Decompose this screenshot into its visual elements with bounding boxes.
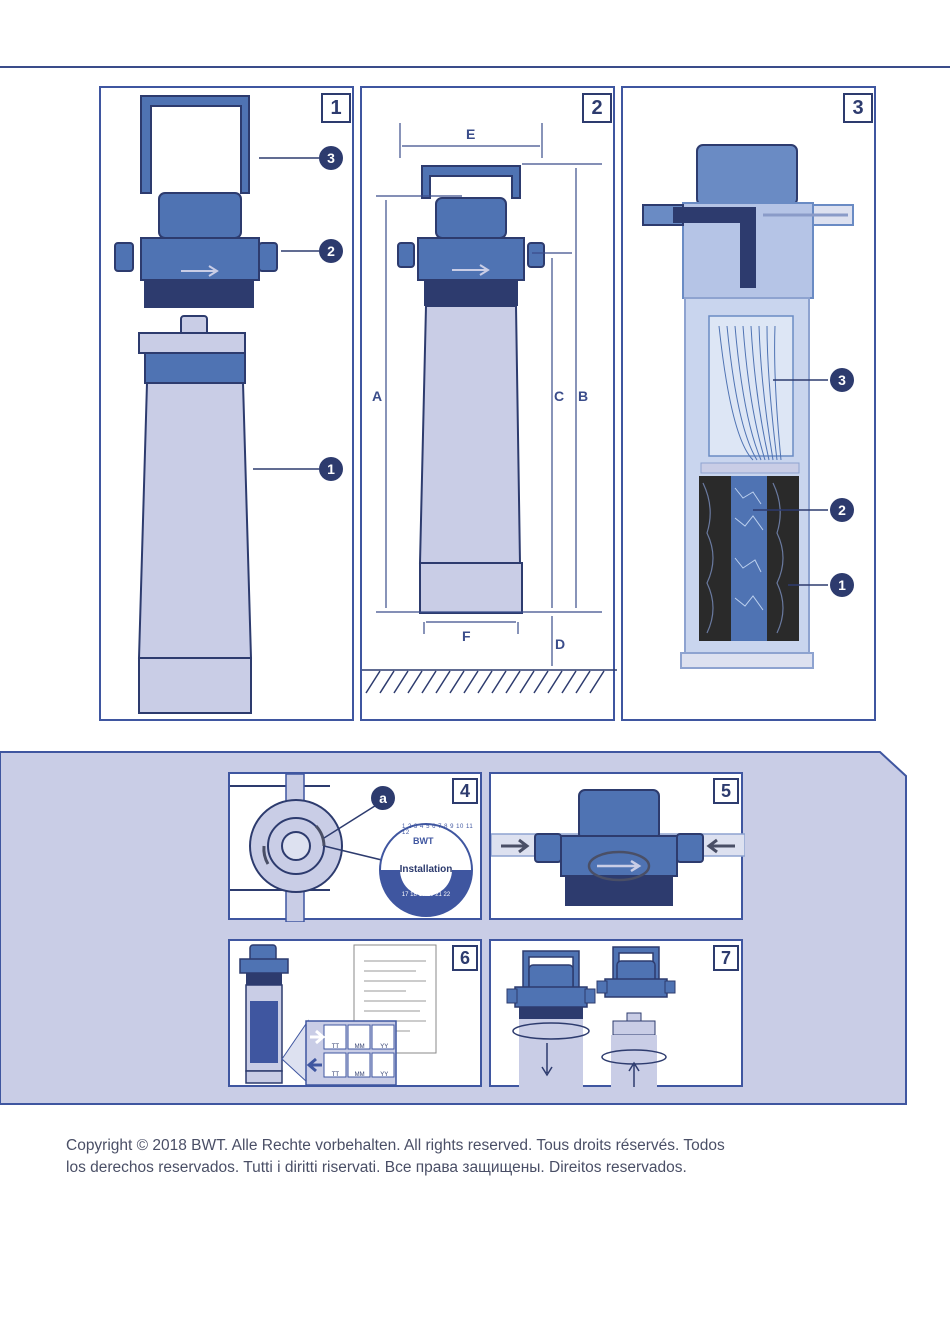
- panel-7: 7: [489, 939, 743, 1087]
- panel-number: 4: [452, 778, 478, 804]
- copyright-line-2: los derechos reservados. Tutti i diritti…: [66, 1159, 687, 1176]
- panel-number: 6: [452, 945, 478, 971]
- sticker-months: 1 2 3 4 5 6 7 8 9 10 11 12: [402, 824, 474, 836]
- callout-1: 1: [319, 457, 343, 481]
- callout-3: 3: [319, 146, 343, 170]
- sticker-url: www.bwt-wam.com: [404, 878, 448, 884]
- filter-exploded-illustration: [114, 95, 319, 714]
- callout-a: a: [371, 786, 395, 810]
- dim-f: F: [462, 628, 471, 644]
- dim-b: B: [578, 388, 589, 404]
- service-log-illustration: [239, 944, 437, 1086]
- dim-d: D: [555, 636, 566, 652]
- panel-number: 3: [843, 93, 873, 123]
- panel-number: 7: [713, 945, 739, 971]
- sticker-brand: BWT: [413, 836, 434, 846]
- copyright-notice: Copyright © 2018 BWT. Alle Rechte vorbeh…: [66, 1135, 886, 1179]
- panel-3: 3 3 2 1: [621, 86, 876, 721]
- copyright-line-1: Copyright © 2018 BWT. Alle Rechte vorbeh…: [66, 1137, 725, 1154]
- callout-1: 1: [830, 573, 854, 597]
- panel-1: 1 3 2 1: [99, 86, 354, 721]
- panel-number: 1: [321, 93, 351, 123]
- callout-2: 2: [319, 239, 343, 263]
- dimension-illustration: [362, 123, 617, 694]
- flow-direction-illustration: [491, 789, 745, 906]
- panel-2: 2 E A C B F D: [360, 86, 617, 721]
- callout-3: 3: [830, 368, 854, 392]
- filter-cutaway-illustration: [642, 144, 854, 669]
- panel-4: 4 a BWT 1 2 3 4 5 6 7 8 9 10 11 12 Insta…: [228, 772, 482, 922]
- panel-number: 2: [582, 93, 612, 123]
- sticker-years: 17 18 19 20 21 22: [401, 892, 451, 898]
- panel-5: 5: [489, 772, 745, 920]
- dim-c: C: [554, 388, 565, 404]
- rotation-ring-illustration: [230, 774, 473, 922]
- top-rule: [0, 66, 950, 68]
- panel-number: 5: [713, 778, 739, 804]
- dim-e: E: [466, 126, 476, 142]
- sticker-label: Installation: [399, 864, 453, 875]
- callout-2: 2: [830, 498, 854, 522]
- dim-a: A: [372, 388, 383, 404]
- cartridge-change-illustration: [506, 946, 676, 1087]
